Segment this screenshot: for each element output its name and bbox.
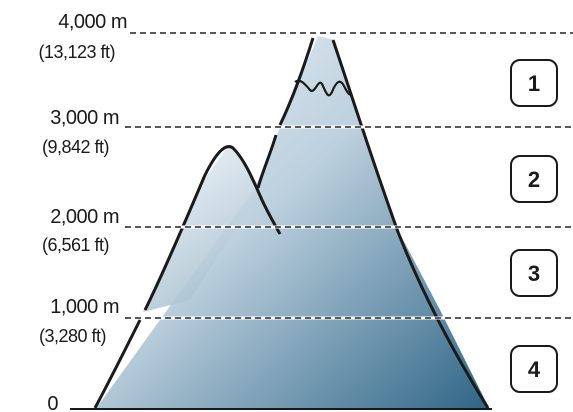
altitude-label-2000-ft: (6,561 ft) — [42, 235, 109, 255]
zone-number-4: 4 — [528, 357, 541, 382]
zone-number-1: 1 — [528, 71, 540, 96]
mountain-main — [95, 36, 490, 410]
zone-box-2: 2 — [511, 156, 557, 202]
altitude-label-0: 0 — [47, 393, 58, 412]
zone-box-3: 3 — [511, 250, 557, 296]
altitude-label-4000-m: 4,000 m — [58, 11, 127, 33]
zone-number-2: 2 — [528, 167, 540, 192]
altitude-label-2000-m: 2,000 m — [50, 206, 119, 228]
zone-box-1: 1 — [511, 60, 557, 106]
altitude-label-3000-m: 3,000 m — [50, 107, 119, 129]
zone-box-4: 4 — [511, 346, 557, 392]
altitude-label-1000-ft: (3,280 ft) — [39, 326, 106, 346]
zone-number-3: 3 — [528, 261, 540, 286]
altitude-label-1000-m: 1,000 m — [50, 296, 119, 318]
altitude-label-3000-ft: (9,842 ft) — [42, 137, 109, 157]
altitude-label-4000-ft: (13,123 ft) — [38, 42, 115, 62]
